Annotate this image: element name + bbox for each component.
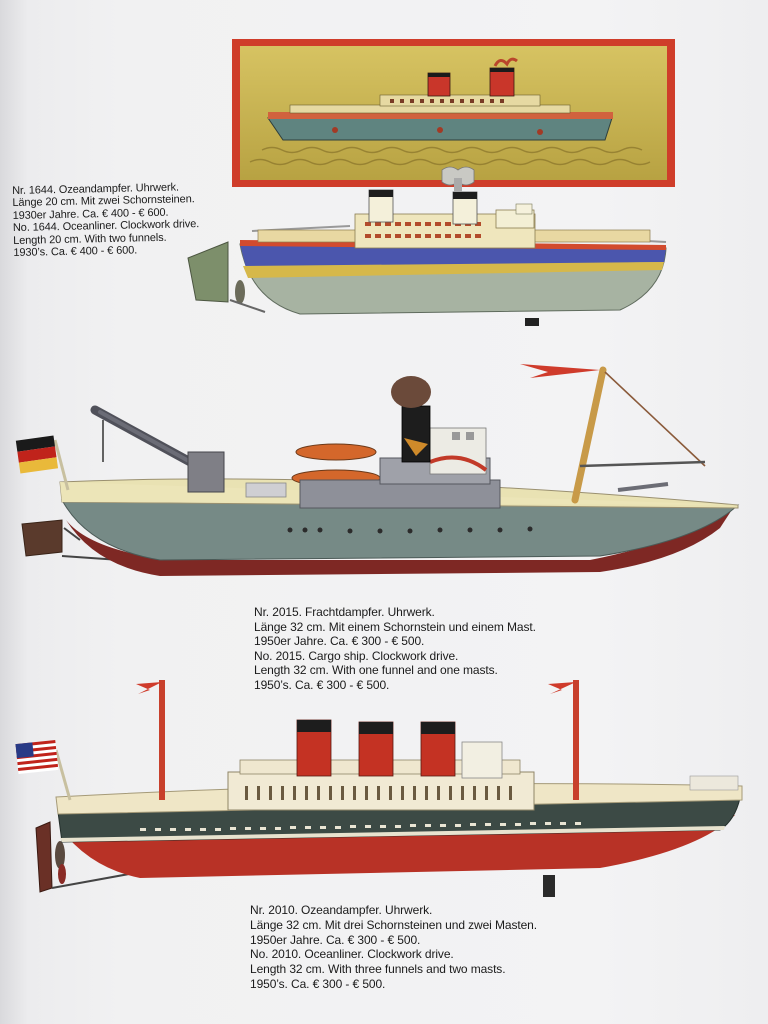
caption-line: Nr. 2010. Ozeandampfer. Uhrwerk.: [250, 903, 433, 917]
caption-line: Length 32 cm. With one funnel and one ma…: [254, 663, 498, 678]
caption-line: Length 32 cm. With three funnels and two…: [250, 962, 506, 977]
caption-line: 1950’s. Ca. € 300 - € 500.: [254, 677, 390, 692]
caption-cargo-ship-2015: Nr. 2015. Frachtdampfer. Uhrwerk. Länge …: [254, 605, 536, 693]
caption-line: 1950er Jahre. Ca. € 300 - € 500.: [254, 634, 425, 649]
cargo-ship-2015-toy-image: [15, 364, 740, 576]
oceanliner-1644-toy-image: [187, 166, 667, 326]
toy-box-lid-image: [232, 39, 675, 187]
caption-line: No. 2010. Oceanliner. Clockwork drive.: [250, 947, 454, 962]
caption-oceanliner-2010: Nr. 2010. Ozeandampfer. Uhrwerk. Länge 3…: [250, 903, 537, 992]
oceanliner-2010-toy-image: [15, 680, 743, 897]
us-flag-icon: [15, 739, 72, 801]
caption-line: 1950er Jahre. Ca. € 300 - € 500.: [250, 932, 421, 947]
caption-line: Nr. 2015. Frachtdampfer. Uhrwerk.: [254, 605, 435, 619]
caption-line: 1950’s. Ca. € 300 - € 500.: [250, 976, 386, 991]
caption-line: Länge 32 cm. Mit einem Schornstein und e…: [254, 619, 536, 634]
german-flag-icon: [15, 435, 70, 491]
caption-line: Länge 32 cm. Mit drei Schornsteinen und …: [250, 917, 537, 932]
caption-oceanliner-1644: Nr. 1644. Ozeandampfer. Uhrwerk. Länge 2…: [12, 181, 200, 260]
caption-line: No. 2015. Cargo ship. Clockwork drive.: [254, 648, 459, 663]
